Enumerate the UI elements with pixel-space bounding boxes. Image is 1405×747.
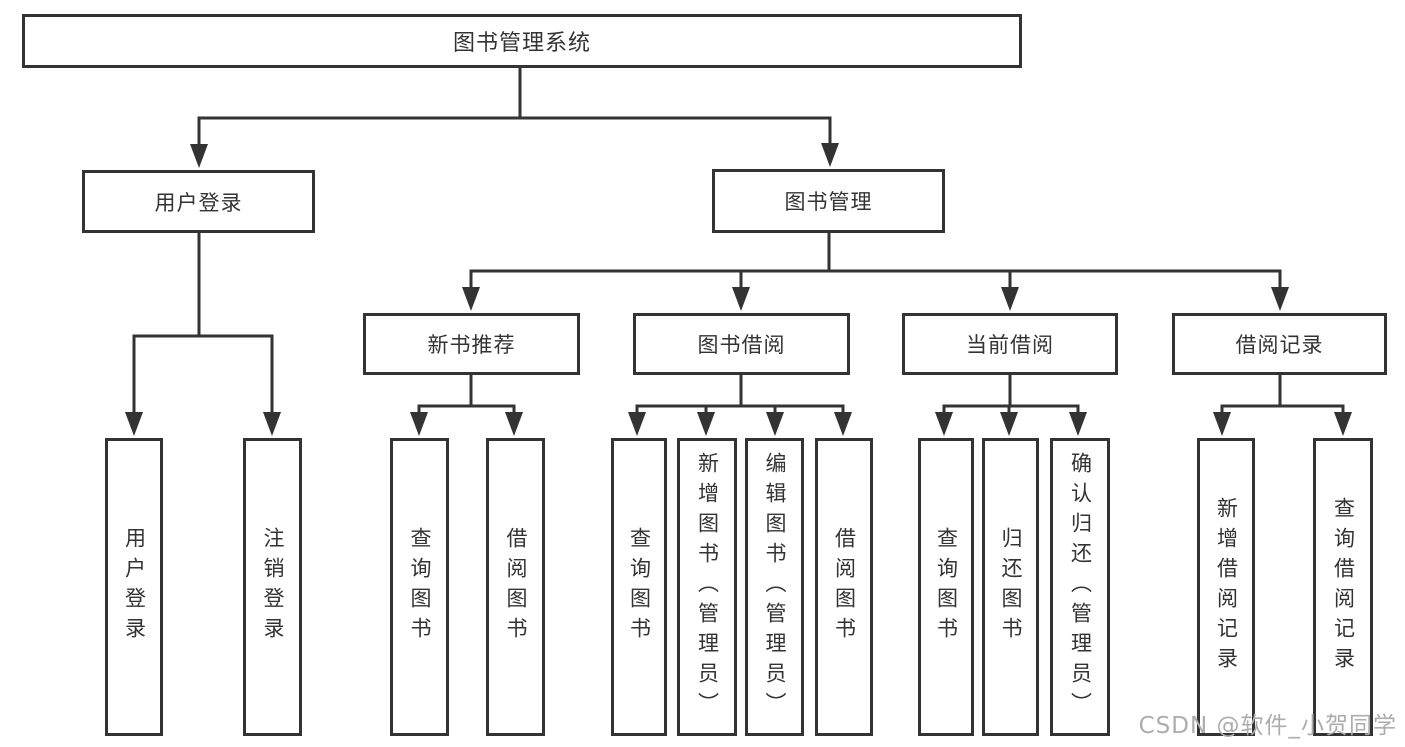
node-library-system: 图书管理系统 [22, 14, 1022, 68]
leaf-current-query-books: 查询图书 [918, 438, 974, 736]
arrowheads [125, 143, 1352, 436]
leaf-records-query-record: 查询借阅记录 [1313, 438, 1373, 736]
leaf-current-return-books: 归还图书 [982, 438, 1039, 736]
leaf-newbook-query-books: 查询图书 [390, 438, 449, 736]
node-borrowing-records: 借阅记录 [1172, 313, 1387, 375]
leaf-user-login: 用户登录 [105, 438, 163, 736]
watermark: CSDN @软件_小贺同学 [1138, 713, 1397, 739]
leaf-borrow-query-books: 查询图书 [611, 438, 667, 736]
leaf-newbook-borrow-books: 借阅图书 [486, 438, 545, 736]
node-current-borrowing: 当前借阅 [902, 313, 1118, 375]
leaf-borrow-add-books-admin: 新增图书（管理员） [677, 438, 737, 736]
node-new-book-recommend: 新书推荐 [363, 313, 580, 375]
leaf-borrow-edit-books-admin: 编辑图书（管理员） [745, 438, 804, 736]
connector-path [132, 68, 1345, 416]
leaf-records-add-record: 新增借阅记录 [1197, 438, 1255, 736]
leaf-current-confirm-return-admin: 确认归还（管理员） [1050, 438, 1110, 736]
node-user-login: 用户登录 [82, 170, 315, 233]
node-book-borrowing: 图书借阅 [633, 313, 850, 375]
leaf-borrow-borrow-books: 借阅图书 [815, 438, 873, 736]
node-book-management: 图书管理 [712, 169, 945, 233]
leaf-logout: 注销登录 [243, 438, 302, 736]
